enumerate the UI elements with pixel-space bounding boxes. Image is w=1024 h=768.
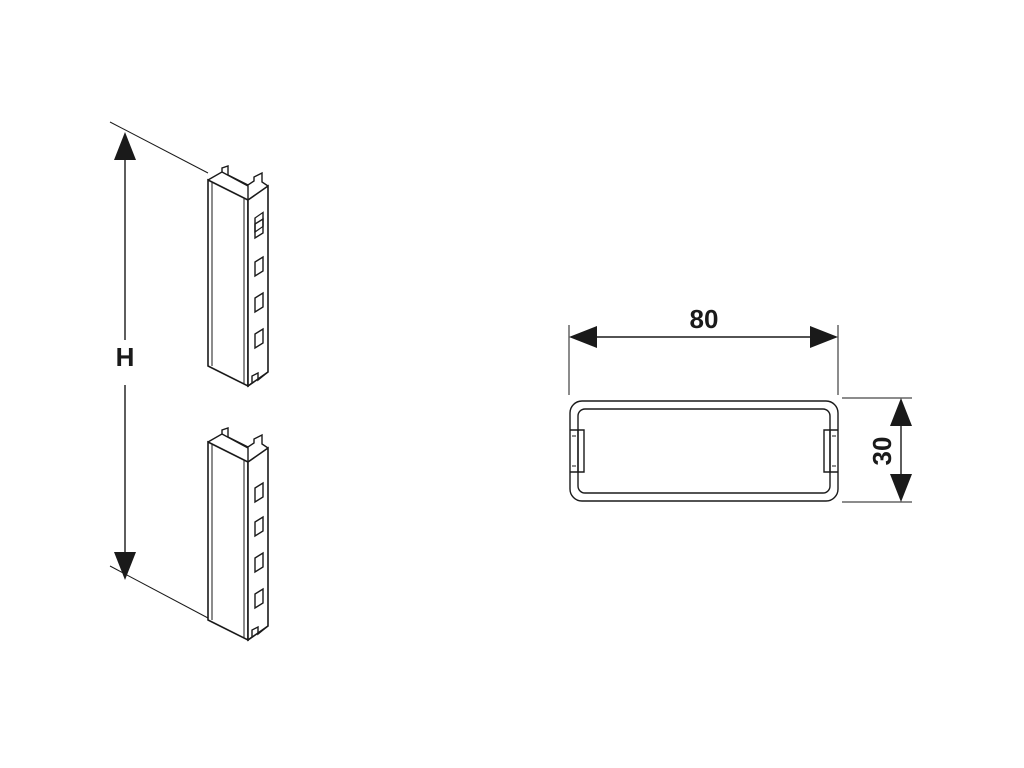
w-arrow-left xyxy=(569,326,597,348)
slots-lower xyxy=(254,481,264,610)
h-extension-top xyxy=(109,121,209,174)
d-arrow-bottom xyxy=(890,474,912,502)
h-arrow-bottom xyxy=(114,552,136,580)
h-arrow-top xyxy=(114,132,136,160)
upright-profile-lower xyxy=(207,427,269,642)
depth-dimension: 30 xyxy=(842,397,912,503)
slots-upper xyxy=(254,217,264,350)
upright-profile-upper xyxy=(207,165,269,388)
d-arrow-top xyxy=(890,398,912,426)
width-dimension: 80 xyxy=(568,304,839,395)
d-label: 30 xyxy=(867,437,897,466)
h-label: H xyxy=(116,342,135,372)
profile-cross-section xyxy=(569,400,839,502)
height-dimension: H xyxy=(109,121,209,619)
w-arrow-right xyxy=(810,326,838,348)
w-label: 80 xyxy=(690,304,719,334)
